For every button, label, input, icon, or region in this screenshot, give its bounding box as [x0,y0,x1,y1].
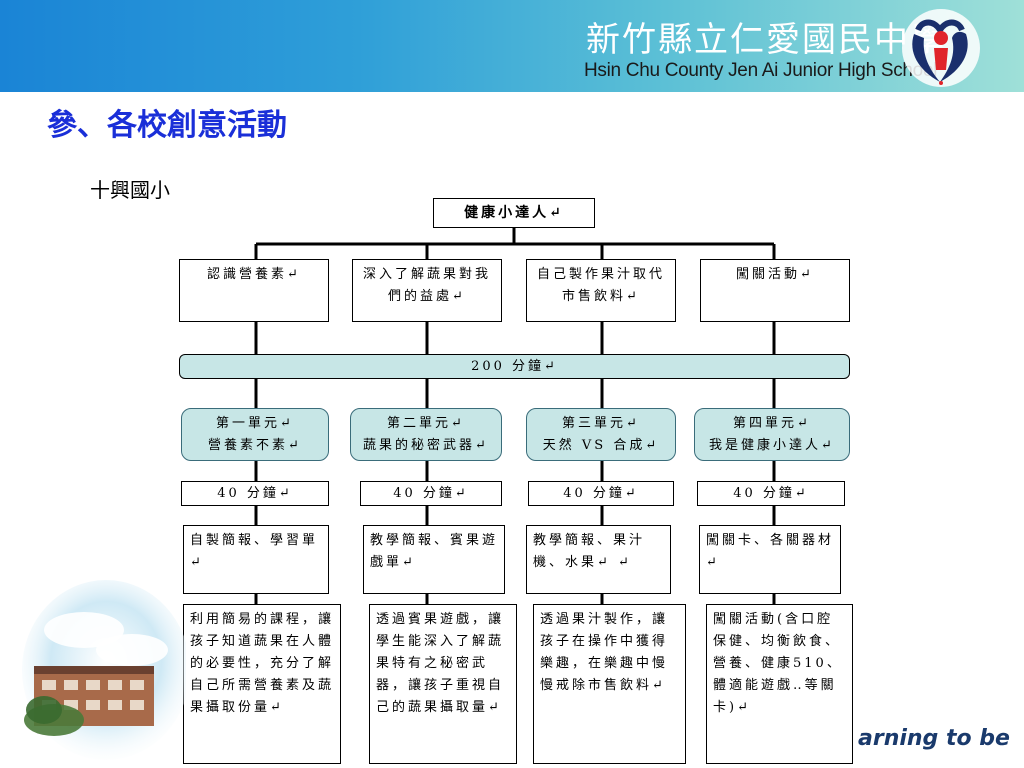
total-time-bar: 200 分鐘↵ [179,354,850,379]
unit-box-4: 第四單元↵ 我是健康小達人↵ [694,408,850,461]
unit-time-box: 40 分鐘↵ [360,481,502,506]
unit-title: 第二單元↵ [387,415,465,431]
school-logo-icon [902,9,980,87]
school-building-image [22,580,186,760]
unit-name: 天然 VS 合成↵ [542,437,660,453]
unit-time-box: 40 分鐘↵ [181,481,329,506]
unit-time-box: 40 分鐘↵ [528,481,674,506]
unit-title: 第四單元↵ [733,415,811,431]
footer-tagline: arning to be [858,726,1010,751]
materials-box: 教學簡報、賓果遊戲單↵ [363,525,505,594]
unit-name: 營養素不素↵ [208,437,302,453]
page-title: 參、各校創意活動 [47,108,287,143]
description-box: 透過賓果遊戲，讓學生能深入了解蔬果特有之秘密武器，讓孩子重視自己的蔬果攝取量↵ [369,604,517,764]
unit-title: 第三單元↵ [562,415,640,431]
description-box: 利用簡易的課程，讓孩子知道蔬果在人體的必要性，充分了解自己所需營養素及蔬果攝取份… [183,604,341,764]
description-box: 闖關活動(含口腔保健、均衡飲食、營養、健康510、體適能遊戲‥等關卡)↵ [706,604,853,764]
description-box: 透過果汁製作，讓孩子在操作中獲得樂趣，在樂趣中慢慢戒除市售飲料↵ [533,604,686,764]
root-node: 健康小達人↵ [433,198,595,228]
unit-box-3: 第三單元↵ 天然 VS 合成↵ [526,408,676,461]
materials-box: 闖關卡、各關器材↵ [699,525,841,594]
school-name-chinese: 新竹縣立仁愛國民中學 [586,20,946,60]
materials-box: 教學簡報、果汁機、水果↵ ↵ [526,525,671,594]
school-subtitle: 十興國小 [90,178,170,202]
unit-name: 我是健康小達人↵ [709,437,835,453]
header-banner: 新竹縣立仁愛國民中學 Hsin Chu County Jen Ai Junior… [0,0,1024,92]
topic-box: 深入了解蔬果對我們的益處↵ [352,259,502,322]
unit-name: 蔬果的秘密武器↵ [363,437,489,453]
unit-time-box: 40 分鐘↵ [697,481,845,506]
topic-box: 自己製作果汁取代市售飲料↵ [526,259,676,322]
unit-title: 第一單元↵ [216,415,294,431]
topic-box: 認識營養素↵ [179,259,329,322]
school-name-english: Hsin Chu County Jen Ai Junior High Schoo… [584,60,938,81]
unit-box-2: 第二單元↵ 蔬果的秘密武器↵ [350,408,502,461]
topic-box: 闖關活動↵ [700,259,850,322]
materials-box: 自製簡報、學習單↵ [183,525,329,594]
unit-box-1: 第一單元↵ 營養素不素↵ [181,408,329,461]
